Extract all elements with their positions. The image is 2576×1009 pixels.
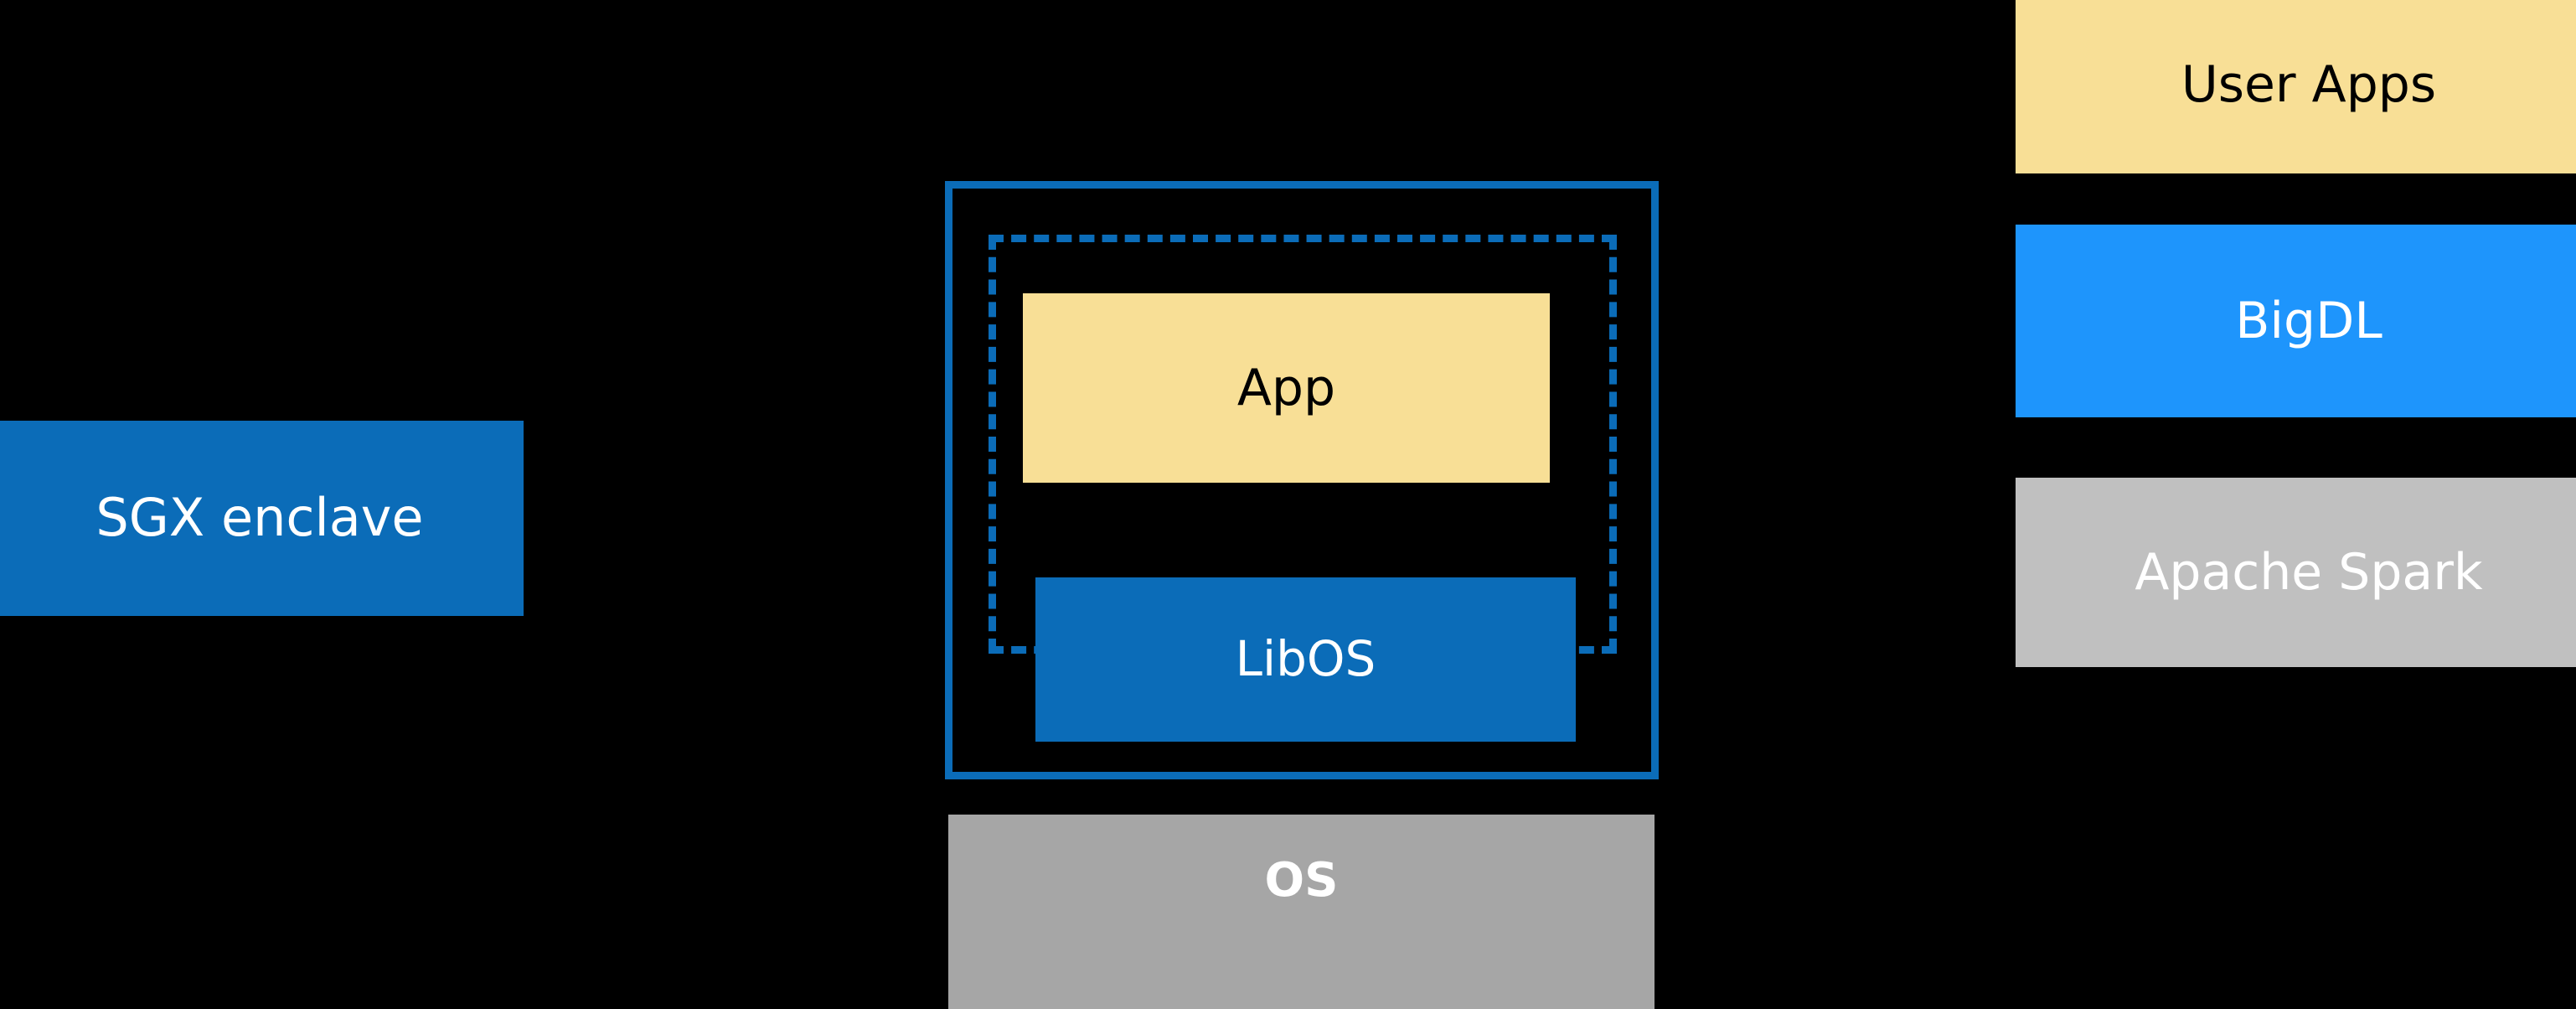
enclave-boundary-frame [945, 181, 1659, 779]
bigdl-label: BigDL [2235, 292, 2382, 350]
app-box: App [1023, 293, 1550, 483]
sgx-enclave-label: SGX enclave [96, 487, 424, 549]
libos-box: LibOS [1035, 577, 1576, 742]
bigdl-box: BigDL [2016, 225, 2576, 417]
connector-userapps-to-center [1641, 247, 2016, 446]
os-label: OS [1264, 853, 1339, 908]
os-box: OS [948, 815, 1655, 1009]
apache-spark-box: Apache Spark [2016, 478, 2576, 667]
user-apps-label: User Apps [2181, 54, 2437, 114]
app-label: App [1236, 359, 1336, 417]
sgx-enclave-box: SGX enclave [0, 421, 524, 616]
user-apps-box: User Apps [2016, 0, 2576, 173]
libos-label: LibOS [1235, 630, 1376, 688]
connector-sgx-to-enclave [524, 506, 945, 526]
apache-spark-label: Apache Spark [2135, 543, 2483, 602]
